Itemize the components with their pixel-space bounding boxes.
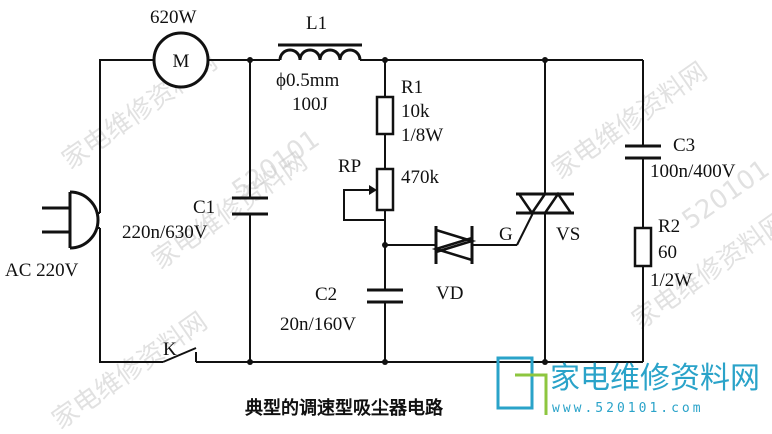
gate-label: G: [499, 224, 513, 245]
junction-c1-bottom: [247, 359, 253, 365]
motor-symbol: M: [152, 31, 210, 89]
logo-leaf-icon: [515, 373, 548, 415]
triac-vs: [516, 191, 574, 216]
l1-wire-label: ϕ0.5mm: [276, 70, 340, 91]
junction-r1-top: [382, 57, 388, 63]
vs-name-label: VS: [556, 224, 580, 245]
inductor-l1: [278, 43, 362, 61]
switch-name-label: K: [163, 339, 177, 360]
wire-rp-wiper: [343, 189, 385, 221]
capacitor-c2: [367, 288, 403, 304]
motor-circle: [152, 31, 210, 89]
potentiometer-rp: [360, 167, 395, 212]
logo-bracket-icon: [496, 356, 534, 410]
junction-triac-bottom: [542, 359, 548, 365]
c1-name-label: C1: [193, 197, 215, 218]
diagram-caption: 典型的调速型吸尘器电路: [245, 397, 444, 419]
r1-value-label: 10k: [401, 101, 430, 122]
triac-triangle-2: [542, 191, 574, 215]
junctions: [247, 57, 548, 365]
capacitor-c1: [232, 196, 268, 216]
l1-turns-label: 100J: [292, 94, 328, 115]
vd-name-label: VD: [436, 283, 463, 304]
logo-site-url: www.520101.com: [552, 401, 704, 416]
inductor-coil: [278, 48, 362, 61]
r1-power-label: 1/8W: [401, 125, 443, 146]
rp-name-label: RP: [338, 156, 361, 177]
logo-site-name: 家电维修资料网: [550, 361, 760, 396]
wire-plug-to-motor: [99, 59, 153, 213]
l1-name-label: L1: [306, 13, 327, 34]
rp-value-label: 470k: [401, 167, 440, 188]
r2-power-label: 1/2W: [650, 270, 692, 291]
wire-plug-to-switch: [99, 228, 163, 363]
triac-triangle-1: [516, 192, 548, 216]
c2-name-label: C2: [315, 284, 337, 305]
c3-name-label: C3: [673, 135, 695, 156]
c1-value-label: 220n/630V: [122, 222, 208, 243]
junction-c2-bottom: [382, 359, 388, 365]
rp-body: [375, 167, 395, 212]
resistor-r1: [375, 95, 395, 136]
junction-c1-top: [247, 57, 253, 63]
diac-vd: [431, 226, 477, 264]
junction-diac: [382, 242, 388, 248]
plug-body: [69, 190, 100, 250]
r2-value-label: 60: [658, 242, 677, 263]
switch-blade: [162, 347, 197, 363]
wires: [99, 59, 644, 363]
diac-triangle-1: [434, 228, 477, 254]
source-label: AC 220V: [5, 260, 79, 281]
watermark-text-5: 家电维修资料网: [47, 307, 213, 434]
r1-name-label: R1: [401, 77, 423, 98]
c2-value-label: 20n/160V: [280, 314, 356, 335]
diac-triangle-2: [431, 236, 474, 262]
junction-triac-top: [542, 57, 548, 63]
wire-gate: [516, 212, 534, 246]
rp-wiper-arrow: [369, 185, 377, 195]
r2-name-label: R2: [658, 216, 680, 237]
switch-k: [162, 347, 197, 363]
c3-value-label: 100n/400V: [650, 161, 736, 182]
motor-power-label: 620W: [150, 7, 197, 28]
motor-letter: M: [173, 51, 190, 72]
labels: 620W L1 ϕ0.5mm 100J R1 10k 1/8W RP 470k …: [5, 7, 736, 360]
site-logo: 家电维修资料网 www.520101.com: [496, 356, 760, 416]
capacitor-c3: [625, 144, 661, 160]
ac-plug-symbol: [42, 190, 100, 250]
resistor-r2: [633, 226, 653, 268]
